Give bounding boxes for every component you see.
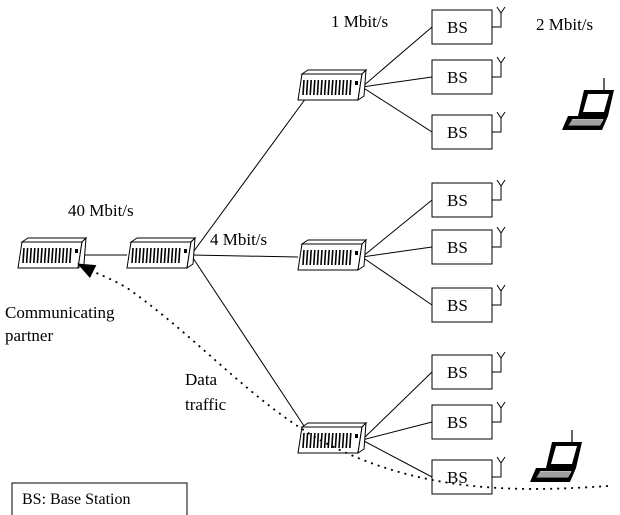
link-switch-bs (361, 76, 433, 88)
base-station: BS (431, 6, 506, 45)
antenna-icon (492, 13, 502, 28)
base-station-label: BS (447, 238, 468, 257)
base-station-label: BS (447, 413, 468, 432)
base-station-label: BS (447, 18, 468, 37)
rate-label-1mbit: 1 Mbit/s (331, 12, 388, 31)
rate-label-4mbit: 4 Mbit/s (210, 230, 267, 249)
rate-label-40mbit: 40 Mbit/s (68, 201, 134, 220)
network-links (82, 26, 433, 478)
partner-switch (17, 236, 88, 270)
root-switch (126, 236, 197, 270)
legend-text: BS: Base Station (22, 491, 130, 508)
base-station-label: BS (447, 68, 468, 87)
link-root-upper (190, 97, 307, 256)
base-station: BS (431, 111, 506, 150)
traffic-label-line2: traffic (185, 395, 227, 414)
antenna-icon (492, 463, 502, 478)
base-station-label: BS (447, 468, 468, 487)
antenna-icon (492, 233, 502, 248)
antenna-icon (492, 186, 502, 201)
partner-label-line2: partner (5, 326, 53, 345)
link-switch-bs (361, 199, 433, 258)
base-station: BS (431, 226, 506, 265)
base-station: BS (431, 179, 506, 218)
middle-switch (297, 238, 368, 272)
base-station: BS (431, 456, 506, 495)
data-traffic-path (77, 263, 609, 490)
switches (17, 68, 368, 455)
antenna-icon (492, 358, 502, 373)
base-station-label: BS (447, 363, 468, 382)
antenna-icon (492, 291, 502, 306)
link-switch-bs (361, 439, 433, 478)
legend: BS: Base Station (11, 482, 188, 515)
base-station: BS (431, 56, 506, 95)
link-switch-bs (361, 256, 433, 306)
upper-switch (297, 68, 368, 102)
antenna-icon (492, 63, 502, 78)
laptop-lower (530, 430, 582, 482)
base-station-label: BS (447, 296, 468, 315)
base-station: BS (431, 401, 506, 440)
lower-switch (297, 421, 368, 455)
base-station-label: BS (447, 123, 468, 142)
link-switch-bs (361, 86, 433, 133)
link-switch-bs (361, 246, 433, 258)
base-station-label: BS (447, 191, 468, 210)
antenna-icon (492, 118, 502, 133)
link-root-middle (190, 254, 299, 258)
partner-label-line1: Communicating (5, 303, 115, 322)
traffic-label-line1: Data (185, 370, 218, 389)
laptops (530, 78, 614, 482)
base-stations: BS BS BS BS BS BS BS BS BS (431, 6, 506, 495)
link-switch-bs (361, 26, 433, 88)
base-station: BS (431, 351, 506, 390)
link-switch-bs (361, 371, 433, 441)
rate-label-2mbit: 2 Mbit/s (536, 15, 593, 34)
antenna-icon (492, 408, 502, 423)
laptop-upper (562, 78, 614, 130)
base-station: BS (431, 284, 506, 323)
link-root-lower (190, 254, 307, 430)
link-switch-bs (361, 421, 433, 441)
